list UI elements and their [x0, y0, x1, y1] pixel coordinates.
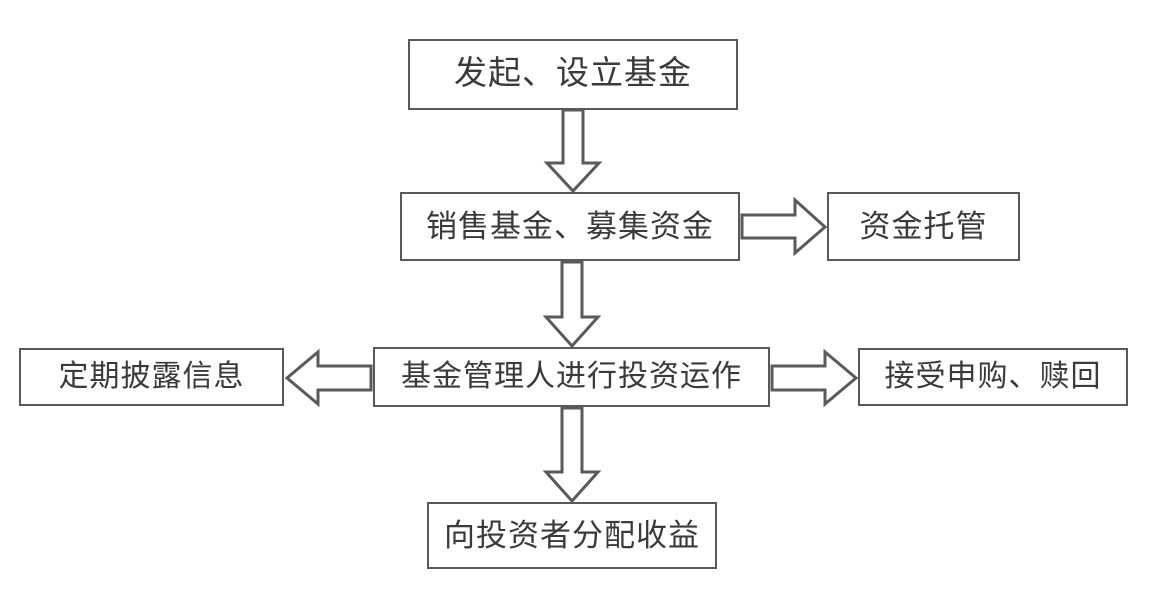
node-disclose[interactable]: 定期披露信息 [19, 348, 284, 406]
arrow-manage-to-disclose [284, 348, 373, 408]
node-sell-label: 销售基金、募集资金 [426, 209, 714, 244]
node-subscribe[interactable]: 接受申购、赎回 [858, 348, 1128, 406]
arrow-sell-to-custody [740, 196, 828, 257]
node-initiate[interactable]: 发起、设立基金 [408, 39, 738, 110]
node-sell[interactable]: 销售基金、募集资金 [400, 192, 740, 261]
arrow-initiate-to-sell [543, 108, 603, 194]
node-subscribe-label: 接受申购、赎回 [884, 360, 1102, 393]
node-initiate-label: 发起、设立基金 [454, 56, 692, 92]
arrow-sell-to-manage [542, 260, 602, 349]
node-manage[interactable]: 基金管理人进行投资运作 [373, 347, 770, 407]
node-custody[interactable]: 资金托管 [827, 192, 1020, 261]
arrow-manage-to-subscribe [770, 348, 859, 408]
node-custody-label: 资金托管 [859, 209, 988, 244]
node-manage-label: 基金管理人进行投资运作 [401, 360, 742, 393]
node-distribute-label: 向投资者分配收益 [444, 518, 700, 553]
node-distribute[interactable]: 向投资者分配收益 [427, 502, 717, 569]
arrow-manage-to-distribute [542, 406, 602, 504]
node-disclose-label: 定期披露信息 [58, 360, 245, 393]
